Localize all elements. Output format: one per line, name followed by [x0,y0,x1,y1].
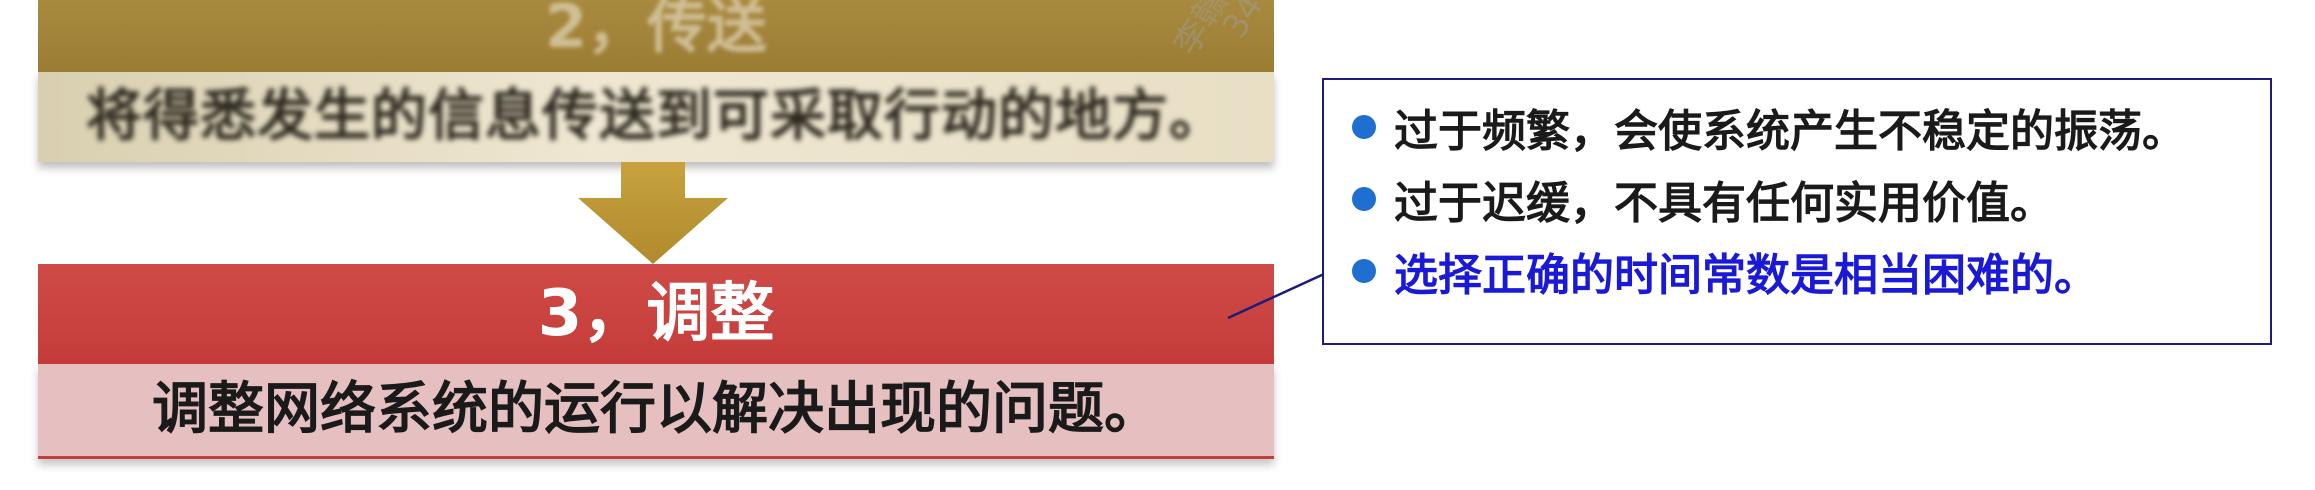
step3-title: 3，调整 [537,277,775,351]
bullet-dot-icon [1352,187,1376,211]
step3-description: 调整网络系统的运行以解决出现的问题。 [152,377,1160,442]
callout-item-text: 过于迟缓，不具有任何实用价值。 [1394,178,2054,229]
step2-title: 2，传送 [545,0,767,62]
callout-item: 选择正确的时间常数是相当困难的。 [1352,236,2098,306]
step3-header-bar [38,264,1274,364]
bullet-dot-icon [1352,259,1376,283]
down-arrow-icon [578,162,728,264]
step2-header-bar [38,0,1274,72]
callout-item: 过于频繁，会使系统产生不稳定的振荡。 [1352,92,2186,162]
callout-connector-line [1227,272,1325,320]
step2-body-bar [38,72,1274,162]
callout-box: 过于频繁，会使系统产生不稳定的振荡。 过于迟缓，不具有任何实用价值。 选择正确的… [1322,78,2272,345]
bullet-dot-icon [1352,115,1376,139]
callout-item-text-highlight: 选择正确的时间常数是相当困难的。 [1394,250,2098,301]
callout-item-text: 过于频繁，会使系统产生不稳定的振荡。 [1394,106,2186,157]
step2-description: 将得悉发生的信息传送到可采取行动的地方。 [86,84,1226,149]
step3-body-bar [38,364,1274,459]
callout-item: 过于迟缓，不具有任何实用价值。 [1352,164,2054,234]
